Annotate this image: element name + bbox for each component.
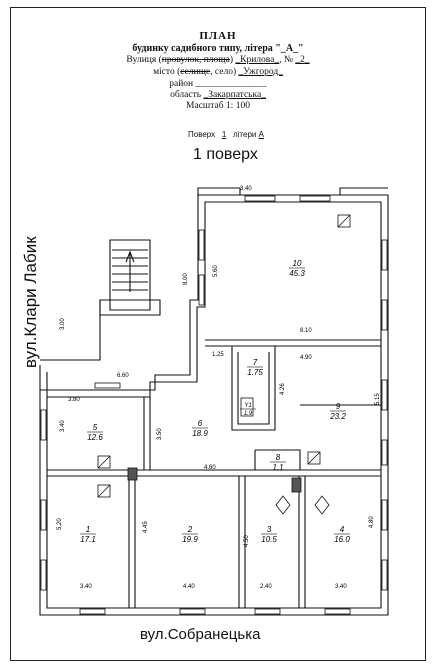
district-label: район	[169, 79, 196, 89]
room-number: 3	[267, 525, 272, 534]
litera-label: літери	[232, 130, 257, 139]
dimension-label: 5.15	[375, 393, 381, 405]
room-number: Y1	[244, 403, 251, 409]
room-number: 6	[198, 419, 203, 428]
room-area: 23.2	[329, 412, 346, 421]
room-number: 9	[336, 402, 341, 411]
room-number: 2	[187, 525, 193, 534]
dimension-label: 4.80	[369, 516, 375, 528]
dimension-label: 3.40	[60, 420, 66, 432]
street-prefix: Вулиця (	[126, 55, 162, 65]
city-line: місто (селище, село) _Ужгород_	[0, 67, 436, 77]
litera-value: А	[258, 130, 264, 139]
room-number: 1	[86, 525, 90, 534]
street-line: Вулиця (провулок, площа) _Крилова_, № _2…	[0, 55, 436, 65]
room-number: 8	[276, 453, 281, 462]
dimension-label: 3.40	[240, 186, 252, 192]
stoves	[97, 214, 351, 515]
region-label: область	[170, 90, 204, 100]
region-value: _Закарпатська_	[203, 90, 266, 100]
floor-number: 1	[221, 130, 227, 139]
dimension-label: 4.45	[143, 521, 149, 533]
dimension-label: 3.40	[335, 584, 347, 590]
city-prefix: місто (	[153, 67, 181, 77]
dimension-label: 2.40	[260, 584, 272, 590]
floor-title: 1 поверх	[193, 146, 258, 163]
room-area: 10.5	[261, 535, 277, 544]
dimension-label: 3.80	[68, 397, 80, 403]
dimension-label: 4.60	[204, 465, 216, 471]
dimension-labels: 3.40 5.60 8.00 8.10 3.00 1.25 4.90 6.60 3.80 4.26…	[57, 186, 381, 590]
scale-line: Масштаб 1: 100	[186, 101, 250, 111]
plan-subtitle: будинку садибного типу, літера "_А_"	[132, 43, 304, 54]
district-value: _______________	[195, 79, 267, 89]
dimension-label: 6.60	[117, 373, 129, 379]
walls	[39, 187, 389, 616]
dimension-label: 4.40	[183, 584, 195, 590]
floor-label: Поверх	[188, 130, 216, 139]
room-area: 12.6	[87, 433, 103, 442]
dimension-label: 5.20	[57, 518, 63, 530]
street-number: _2_	[295, 55, 310, 65]
room-area: 16.0	[334, 535, 350, 544]
region-line: область _Закарпатська_	[0, 90, 436, 100]
city-struck: селище	[180, 67, 211, 77]
dimension-label: 4.26	[280, 383, 286, 395]
dimension-label: 3.50	[157, 428, 163, 440]
room-area: 1.1	[272, 463, 283, 472]
room-area: 18.9	[192, 429, 208, 438]
dimension-label: 5.60	[213, 265, 219, 277]
street-mid: )	[229, 55, 236, 65]
room-number: 4	[340, 525, 345, 534]
city-mid: , село)	[210, 67, 239, 77]
windows	[40, 195, 388, 615]
room-number: 5	[93, 423, 98, 432]
dimension-label: 1.25	[212, 352, 224, 358]
room-area: 45.3	[289, 269, 305, 278]
street-no-prefix: , №	[279, 55, 296, 65]
room-area: 17.1	[80, 535, 96, 544]
room-area: 1.75	[247, 368, 263, 377]
floor-line: Поверх 1 літери А	[188, 130, 264, 139]
room-number: 10	[293, 259, 302, 268]
dimension-label: 4.90	[300, 355, 312, 361]
drawing-frame	[10, 7, 426, 661]
plan-title: ПЛАН	[199, 30, 237, 42]
street-bottom-label: вул.Собранецька	[140, 626, 261, 643]
street-struck: провулок, площа	[161, 55, 230, 65]
district-line: район _______________	[0, 79, 436, 89]
dimension-label: 8.00	[183, 273, 189, 285]
dimension-label: 8.10	[300, 328, 312, 334]
dimension-label: 4.50	[244, 535, 250, 547]
dimension-label: 3.40	[80, 584, 92, 590]
room-number: 7	[253, 358, 258, 367]
dimension-label: 3.00	[60, 318, 66, 330]
city-name: _Ужгород_	[238, 67, 283, 77]
room-area: 19.9	[182, 535, 198, 544]
room-area: 1.9	[244, 411, 253, 417]
street-name: _Крилова_	[235, 55, 280, 65]
